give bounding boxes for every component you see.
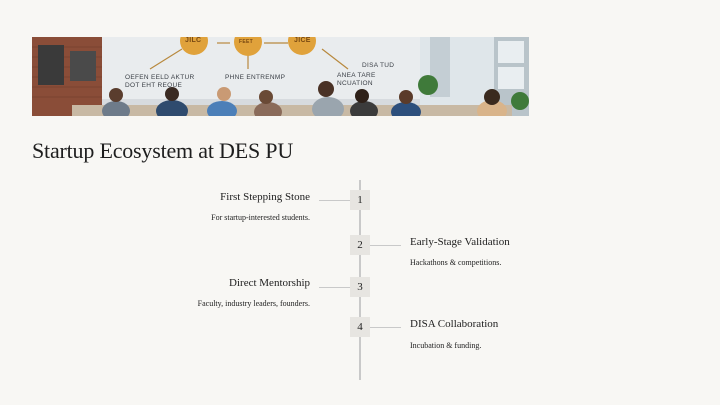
- banner-image: JILC FEET JICE OEFEN EELD AKTUR DOT EHT …: [32, 37, 529, 116]
- step-1-connector: [319, 200, 350, 201]
- step-2-number: 2: [350, 235, 370, 255]
- step-2-description: Hackathons & competitions.: [410, 258, 502, 267]
- step-4-connector: [370, 327, 401, 328]
- step-2-title: Early-Stage Validation: [410, 236, 510, 248]
- step-4-title: DISA Collaboration: [410, 318, 499, 330]
- step-1-description: For startup-interested students.: [211, 213, 310, 222]
- whiteboard-label-far-right: DISA TUD: [362, 62, 395, 69]
- slide-title: Startup Ecosystem at DES PU: [32, 138, 294, 163]
- step-1-title: First Stepping Stone: [220, 191, 310, 203]
- badge-right-label: JICE: [294, 37, 311, 44]
- step-4-description: Incubation & funding.: [410, 341, 482, 350]
- whiteboard-label-right: ANEA TARE NCUATION: [337, 72, 376, 87]
- step-4-number: 4: [350, 317, 370, 337]
- badge-center-label: FEET: [239, 39, 253, 45]
- step-3-description: Faculty, industry leaders, founders.: [197, 299, 310, 308]
- step-3-connector: [319, 287, 350, 288]
- step-3-title: Direct Mentorship: [229, 277, 310, 289]
- office-photo-illustration: [32, 37, 529, 116]
- whiteboard-label-left: OEFEN EELD AKTUR DOT EHT REQUE: [125, 74, 195, 89]
- whiteboard-label-center: PHNE ENTRENMP: [225, 74, 286, 81]
- step-3-number: 3: [350, 277, 370, 297]
- step-1-number: 1: [350, 190, 370, 210]
- badge-left-label: JILC: [185, 37, 202, 44]
- step-2-connector: [370, 245, 401, 246]
